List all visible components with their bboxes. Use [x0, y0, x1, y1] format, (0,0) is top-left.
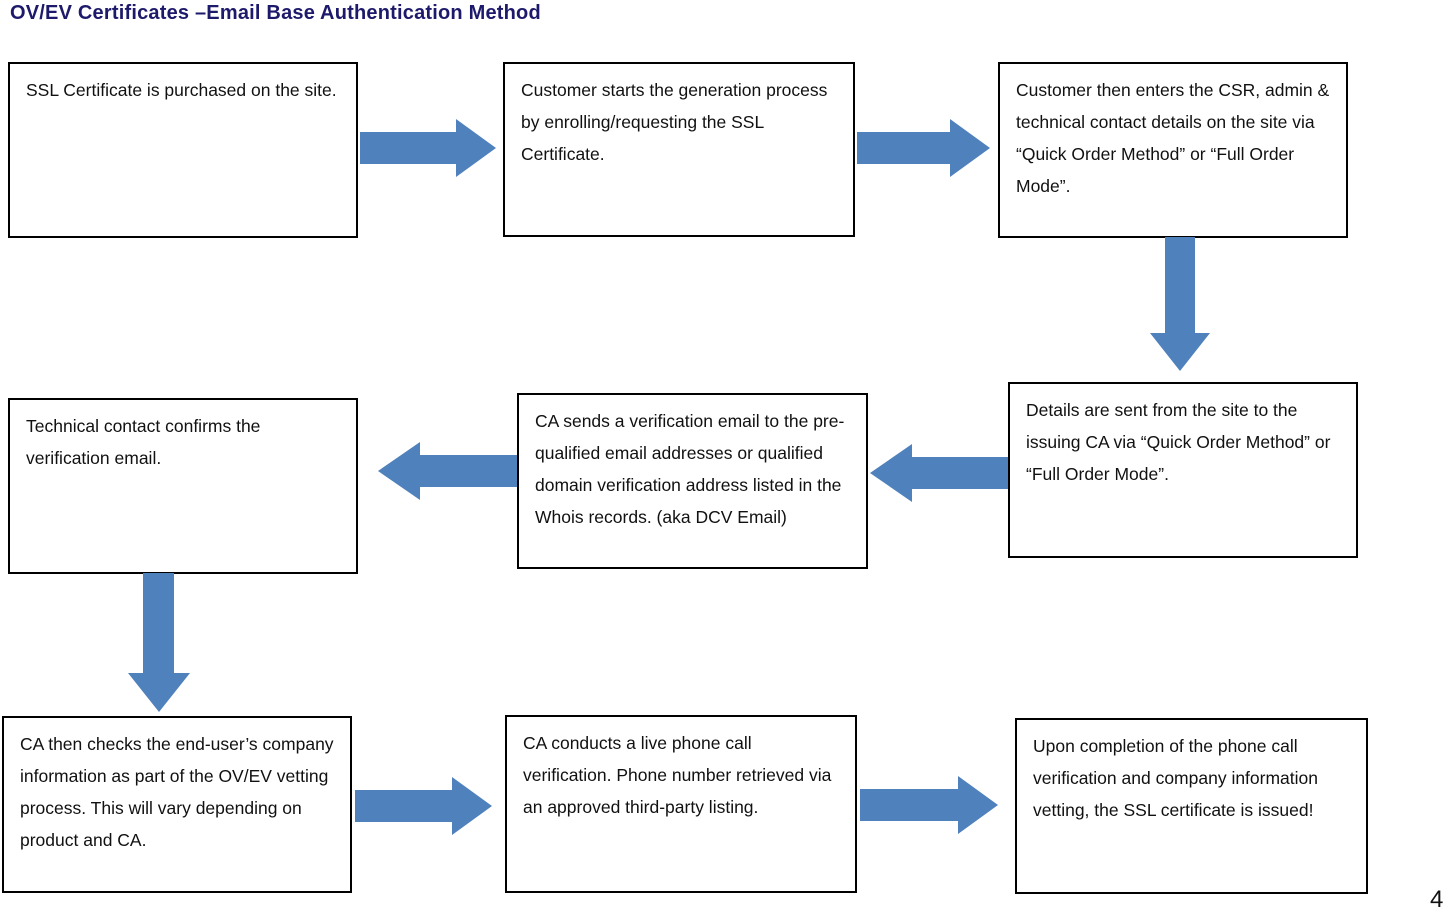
flow-step-7-text: CA then checks the end-user’s company in…	[20, 734, 334, 850]
flow-step-1-box: SSL Certificate is purchased on the site…	[8, 62, 358, 238]
flow-step-2-box: Customer starts the generation process b…	[503, 62, 855, 237]
flow-step-1-text: SSL Certificate is purchased on the site…	[26, 80, 337, 100]
flow-step-9-text: Upon completion of the phone call verifi…	[1033, 736, 1319, 820]
flow-step-5-box: CA sends a verification email to the pre…	[517, 393, 868, 569]
arrow-left-step5-step6-icon	[378, 442, 517, 500]
flow-step-3-box: Customer then enters the CSR, admin & te…	[998, 62, 1348, 238]
arrow-right-step8-step9-icon	[860, 776, 998, 834]
arrow-right-step2-step3-icon	[857, 119, 990, 177]
flow-step-5-text: CA sends a verification email to the pre…	[535, 411, 845, 527]
page-number: 4	[1430, 886, 1444, 913]
arrow-right-step1-step2-icon	[360, 119, 496, 177]
flow-step-6-text: Technical contact confirms the verificat…	[26, 416, 261, 468]
flow-step-2-text: Customer starts the generation process b…	[521, 80, 828, 164]
flow-step-4-box: Details are sent from the site to the is…	[1008, 382, 1358, 558]
page-title: OV/EV Certificates –Email Base Authentic…	[10, 2, 541, 24]
flow-step-8-box: CA conducts a live phone call verificati…	[505, 715, 857, 893]
flow-step-7-box: CA then checks the end-user’s company in…	[2, 716, 352, 893]
arrow-down-step3-step4-icon	[1150, 237, 1210, 371]
flow-step-8-text: CA conducts a live phone call verificati…	[523, 733, 832, 817]
arrow-left-step4-step5-icon	[870, 444, 1008, 502]
arrow-right-step7-step8-icon	[355, 777, 492, 835]
flow-step-9-box: Upon completion of the phone call verifi…	[1015, 718, 1368, 894]
flow-step-6-box: Technical contact confirms the verificat…	[8, 398, 358, 574]
flow-step-3-text: Customer then enters the CSR, admin & te…	[1016, 80, 1330, 196]
flow-step-4-text: Details are sent from the site to the is…	[1026, 400, 1331, 484]
arrow-down-step6-step7-icon	[128, 573, 190, 712]
